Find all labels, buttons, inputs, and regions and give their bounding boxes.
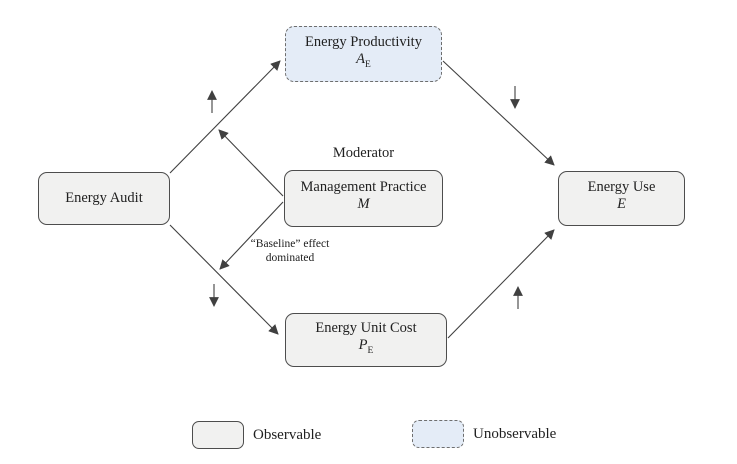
arrow-moderator-lower xyxy=(219,201,284,270)
legend-observable: Observable xyxy=(192,421,321,449)
node-management-practice: Management Practice M xyxy=(284,170,443,227)
node-label: Energy Productivity xyxy=(305,34,422,51)
observable-swatch-icon xyxy=(192,421,244,449)
node-label: Energy Audit xyxy=(65,190,143,206)
node-symbol: M xyxy=(357,195,370,212)
arrow-cost-to-use xyxy=(447,229,555,339)
node-label: Management Practice xyxy=(300,178,427,195)
arrow-audit-to-productivity xyxy=(169,60,281,174)
node-energy-audit: Energy Audit xyxy=(38,172,170,225)
node-energy-unit-cost: Energy Unit Cost PE xyxy=(285,313,447,367)
node-energy-use: Energy Use E xyxy=(558,171,685,226)
legend-observable-label: Observable xyxy=(253,426,322,443)
unobservable-swatch-icon xyxy=(412,420,464,448)
arrow-moderator-upper xyxy=(218,129,284,197)
node-symbol: E xyxy=(617,195,626,212)
baseline-effect-note: “Baseline” effect dominated xyxy=(225,238,355,265)
legend-unobservable: Unobservable xyxy=(412,420,556,448)
node-energy-productivity: Energy Productivity AE xyxy=(285,26,442,82)
moderator-label: Moderator xyxy=(332,145,395,161)
node-label: Energy Unit Cost xyxy=(315,320,417,337)
arrow-productivity-to-use xyxy=(442,60,555,166)
baseline-note-line2: dominated xyxy=(265,251,315,264)
arrow-audit-to-cost xyxy=(169,224,279,335)
node-label: Energy Use xyxy=(587,178,656,195)
node-symbol: PE xyxy=(358,337,374,356)
node-symbol: AE xyxy=(356,51,371,70)
baseline-note-line1: “Baseline” effect xyxy=(250,238,330,250)
legend-unobservable-label: Unobservable xyxy=(473,425,557,442)
